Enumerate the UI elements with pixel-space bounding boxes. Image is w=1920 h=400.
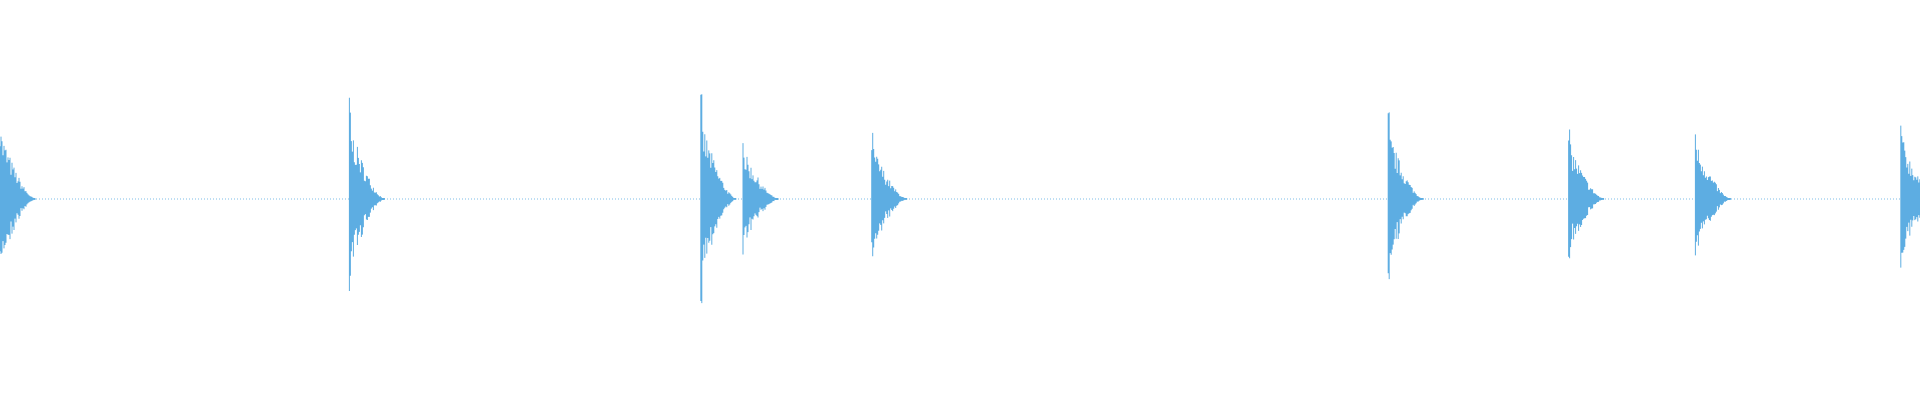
transient-path bbox=[1387, 112, 1424, 280]
transient-path bbox=[700, 94, 737, 304]
waveform-transient bbox=[700, 94, 737, 304]
transient-path bbox=[348, 97, 385, 291]
transient-path bbox=[871, 132, 908, 257]
transient-path bbox=[1900, 125, 1920, 268]
transient-path bbox=[1694, 134, 1731, 256]
waveform-transient bbox=[1900, 125, 1920, 268]
waveform-transient bbox=[1568, 129, 1605, 259]
transient-path bbox=[0, 136, 36, 254]
transient-path bbox=[742, 143, 779, 255]
transient-path bbox=[1568, 129, 1605, 259]
waveform-transient bbox=[1387, 112, 1424, 280]
waveform-transient bbox=[1694, 134, 1731, 256]
waveform-transient bbox=[348, 97, 385, 291]
waveform-transient bbox=[871, 132, 908, 257]
waveform-transient bbox=[0, 136, 36, 254]
waveform-transient bbox=[742, 143, 779, 255]
